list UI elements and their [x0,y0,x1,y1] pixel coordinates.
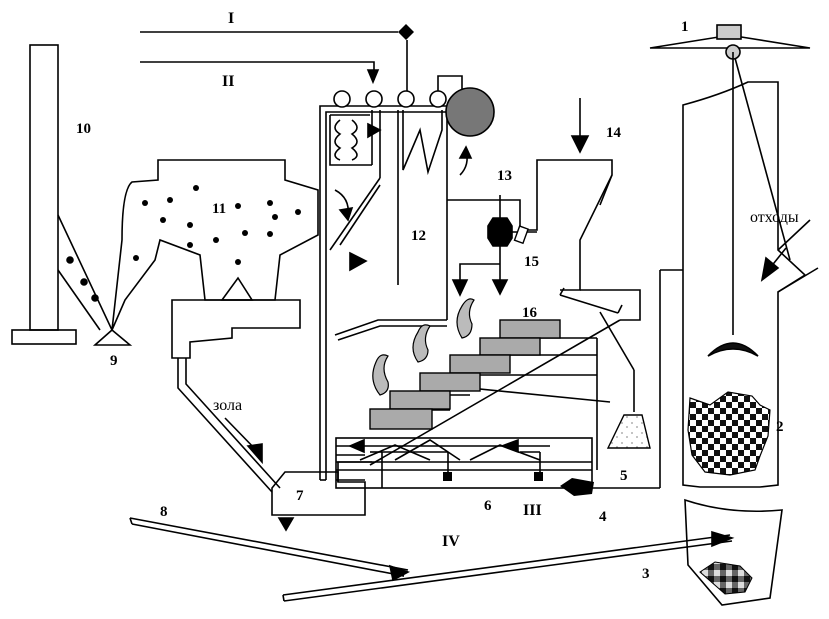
ash-conveyor [129,517,733,602]
label-line-IV: IV [442,533,460,550]
waste-pile [687,391,771,476]
drum-separator [445,87,495,137]
valve-15 [513,225,529,245]
slag-container [684,498,783,606]
label-ash: зола [213,397,242,414]
label-waste: отходы [750,209,799,226]
label-15: 15 [524,254,539,270]
labels: 1 2 3 4 5 6 7 8 9 10 11 12 13 14 15 16 I… [76,10,799,582]
label-line-III: III [523,502,542,519]
label-14: 14 [606,125,622,141]
label-8: 8 [160,504,168,520]
ash-collector [171,299,301,493]
label-9: 9 [110,353,118,369]
label-4: 4 [599,509,607,525]
valve-icon [398,24,414,40]
filter-particles [133,185,301,265]
flames [372,298,475,396]
waste-bunker [590,81,819,489]
fan-4 [560,478,594,496]
label-10: 10 [76,121,91,137]
label-3: 3 [642,566,650,582]
ash-bucket [606,414,651,449]
label-7: 7 [296,488,304,504]
label-11: 11 [212,201,226,217]
label-2: 2 [776,419,784,435]
label-5: 5 [620,468,628,484]
chimney [11,44,77,345]
flow-arrows [224,69,787,582]
label-line-I: I [228,10,234,27]
label-16: 16 [522,305,538,321]
label-13: 13 [497,168,512,184]
label-6: 6 [484,498,492,514]
grate-drive-node-1 [443,472,452,481]
furnace [335,159,641,489]
label-line-II: II [222,73,234,90]
label-12: 12 [411,228,426,244]
filter-unit [111,159,319,331]
line-I-and-II [140,31,408,92]
slag-pile [699,561,753,595]
grate-drive-node-2 [534,472,543,481]
label-1: 1 [681,19,689,35]
boiler-body [319,75,463,481]
crane [649,24,811,357]
burner [459,195,537,295]
stepped-grate [369,319,561,430]
steam-drums [333,90,447,108]
dust-hopper [57,214,133,346]
